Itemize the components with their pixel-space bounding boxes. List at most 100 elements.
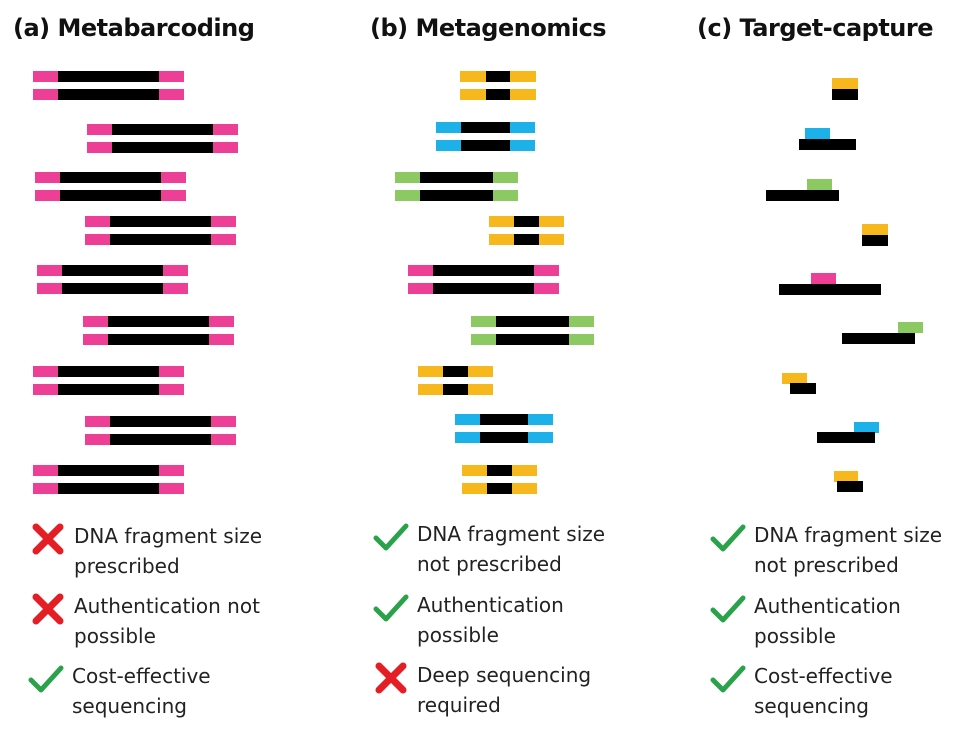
capture-probe (805, 128, 830, 139)
criterion-text: DNA fragment size prescribed (74, 524, 263, 578)
dna-insert-segment (58, 483, 159, 494)
panel-b-title: (b) Metagenomics (370, 14, 607, 42)
adapter-segment (213, 142, 238, 153)
captured-fragment (832, 89, 858, 100)
adapter-segment (534, 283, 559, 294)
dna-insert-segment (514, 234, 539, 245)
capture-probe (782, 373, 807, 384)
adapter-segment (211, 416, 236, 427)
dna-insert-segment (110, 416, 211, 427)
dna-insert-segment (110, 216, 211, 227)
adapter-segment (493, 190, 518, 201)
dna-insert-segment (110, 434, 211, 445)
criterion-text: Cost-effective sequencing (72, 664, 211, 718)
adapter-segment (395, 172, 420, 183)
dna-insert-segment (514, 216, 539, 227)
adapter-segment (159, 89, 184, 100)
dna-insert-segment (496, 316, 569, 327)
adapter-segment (489, 234, 514, 245)
adapter-segment (83, 316, 108, 327)
adapter-segment (395, 190, 420, 201)
adapter-segment (418, 366, 443, 377)
dna-insert-segment (433, 265, 534, 276)
check-icon (710, 591, 746, 627)
adapter-segment (512, 483, 537, 494)
dna-insert-segment (112, 124, 213, 135)
dna-insert-segment (58, 71, 159, 82)
adapter-segment (33, 384, 58, 395)
adapter-segment (512, 465, 537, 476)
adapter-segment (209, 334, 234, 345)
dna-insert-segment (487, 483, 512, 494)
criterion-text: Authentication possible (754, 594, 901, 648)
dna-insert-segment (461, 122, 510, 133)
adapter-segment (163, 265, 188, 276)
criterion-text: Cost-effective sequencing (754, 664, 893, 718)
adapter-segment (33, 483, 58, 494)
adapter-segment (510, 89, 536, 100)
criterion-text: DNA fragment size not prescribed (417, 522, 606, 576)
dna-insert-segment (62, 265, 163, 276)
adapter-segment (468, 366, 493, 377)
panel-a-title: (a) Metabarcoding (13, 14, 255, 42)
adapter-segment (85, 416, 110, 427)
dna-insert-segment (420, 190, 493, 201)
adapter-segment (35, 190, 60, 201)
capture-probe (834, 471, 858, 482)
adapter-segment (211, 234, 236, 245)
adapter-segment (462, 465, 487, 476)
adapter-segment (489, 216, 514, 227)
capture-probe (898, 322, 923, 333)
adapter-segment (468, 384, 493, 395)
adapter-segment (455, 414, 480, 425)
adapter-segment (460, 89, 486, 100)
adapter-segment (37, 265, 62, 276)
dna-insert-segment (486, 71, 510, 82)
adapter-segment (455, 432, 480, 443)
adapter-segment (159, 366, 184, 377)
captured-fragment (862, 235, 888, 246)
capture-probe (862, 224, 888, 235)
captured-fragment (799, 139, 856, 150)
dna-insert-segment (496, 334, 569, 345)
adapter-segment (569, 334, 594, 345)
adapter-segment (471, 316, 496, 327)
dna-insert-segment (443, 366, 468, 377)
adapter-segment (539, 216, 564, 227)
dna-insert-segment (420, 172, 493, 183)
adapter-segment (418, 384, 443, 395)
adapter-segment (87, 142, 112, 153)
adapter-segment (159, 483, 184, 494)
adapter-segment (510, 71, 536, 82)
adapter-segment (159, 384, 184, 395)
adapter-segment (460, 71, 486, 82)
adapter-segment (33, 465, 58, 476)
captured-fragment (837, 481, 863, 492)
adapter-segment (37, 283, 62, 294)
dna-insert-segment (60, 190, 161, 201)
adapter-segment (534, 265, 559, 276)
adapter-segment (163, 283, 188, 294)
adapter-segment (161, 172, 186, 183)
adapter-segment (510, 140, 535, 151)
adapter-segment (35, 172, 60, 183)
adapter-segment (471, 334, 496, 345)
capture-probe (807, 179, 832, 190)
check-icon (710, 661, 746, 697)
check-icon (373, 519, 409, 555)
adapter-segment (83, 334, 108, 345)
adapter-segment (493, 172, 518, 183)
dna-insert-segment (108, 316, 209, 327)
adapter-segment (569, 316, 594, 327)
cross-icon (30, 591, 66, 627)
dna-insert-segment (486, 89, 510, 100)
dna-insert-segment (110, 234, 211, 245)
dna-insert-segment (108, 334, 209, 345)
captured-fragment (779, 284, 881, 295)
cross-icon (373, 660, 409, 696)
criterion-text: Authentication possible (417, 593, 564, 647)
dna-insert-segment (433, 283, 534, 294)
adapter-segment (408, 283, 433, 294)
adapter-segment (33, 89, 58, 100)
panel-c-title: (c) Target-capture (697, 14, 934, 42)
